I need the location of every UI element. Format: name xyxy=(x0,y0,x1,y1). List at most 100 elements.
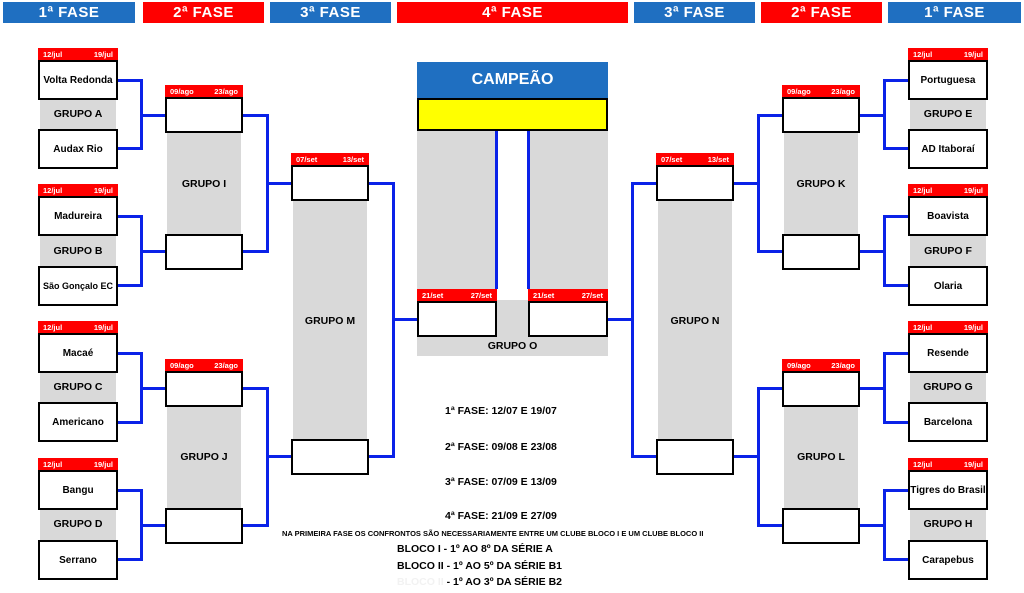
connector-line xyxy=(883,558,908,561)
schedule-phase-2: 2ª FASE: 09/08 E 23/08 xyxy=(445,441,557,453)
phase-header-2-right: 2ª FASE xyxy=(761,2,882,23)
connector-line xyxy=(883,352,886,424)
group-f-label: GRUPO F xyxy=(924,245,972,257)
team-audax-rio: Audax Rio xyxy=(38,129,118,169)
slot-group-n-1 xyxy=(656,165,734,201)
group-j-label: GRUPO J xyxy=(180,451,228,463)
group-g-label: GRUPO G xyxy=(923,381,973,393)
team-ad-itaborai: AD Itaboraí xyxy=(908,129,988,169)
slot-group-j-2 xyxy=(165,508,243,544)
connector-line xyxy=(734,455,759,458)
phase-header-3-left: 3ª FASE xyxy=(270,2,391,23)
connector-line xyxy=(140,114,165,117)
connector-line xyxy=(118,147,142,150)
group-n-area xyxy=(658,185,732,465)
schedule-phase-4: 4ª FASE: 21/09 E 27/09 xyxy=(445,510,557,522)
connector-line xyxy=(883,79,886,150)
team-tigres-do-brasil: Tigres do Brasil xyxy=(908,470,988,510)
group-k-label: GRUPO K xyxy=(796,178,846,190)
team-madureira: Madureira xyxy=(38,196,118,236)
connector-line xyxy=(631,455,656,458)
team-volta-redonda: Volta Redonda xyxy=(38,60,118,100)
group-h-label: GRUPO H xyxy=(923,518,973,530)
connector-line xyxy=(118,421,142,424)
slot-group-m-1 xyxy=(291,165,369,201)
connector-line xyxy=(757,114,760,253)
group-l-area xyxy=(784,390,858,525)
champion-header: CAMPEÃO xyxy=(417,62,608,98)
slot-group-k-2 xyxy=(782,234,860,270)
connector-line xyxy=(883,489,908,492)
connector-line xyxy=(631,182,656,185)
connector-line xyxy=(118,558,142,561)
connector-line xyxy=(757,387,760,527)
slot-group-i-2 xyxy=(165,234,243,270)
connector-line xyxy=(757,387,782,390)
team-sao-goncalo: São Gonçalo EC xyxy=(38,266,118,306)
connector-line xyxy=(860,387,885,390)
connector-line xyxy=(860,114,885,117)
connector-line xyxy=(883,79,908,82)
team-boavista: Boavista xyxy=(908,196,988,236)
slot-group-j-1 xyxy=(165,371,243,407)
connector-line xyxy=(860,524,885,527)
connector-line xyxy=(118,215,142,218)
connector-line xyxy=(266,455,291,458)
connector-line xyxy=(883,421,908,424)
team-resende: Resende xyxy=(908,333,988,373)
group-k-area xyxy=(784,118,858,253)
team-carapebus: Carapebus xyxy=(908,540,988,580)
group-i-label: GRUPO I xyxy=(181,178,227,190)
connector-line xyxy=(369,455,394,458)
connector-line xyxy=(118,79,142,82)
connector-line xyxy=(118,284,142,287)
slot-group-n-2 xyxy=(656,439,734,475)
group-c-label: GRUPO C xyxy=(53,381,103,393)
group-m-area xyxy=(293,185,367,465)
connector-line xyxy=(757,114,782,117)
connector-line xyxy=(495,131,498,289)
connector-line xyxy=(140,524,165,527)
schedule-phase-3: 3ª FASE: 07/09 E 13/09 xyxy=(445,476,557,488)
connector-line xyxy=(266,182,291,185)
group-d-label: GRUPO D xyxy=(53,518,103,530)
phase-header-1-right: 1ª FASE xyxy=(888,2,1021,23)
connector-line xyxy=(734,182,759,185)
connector-line xyxy=(757,524,782,527)
block-line-2: BLOCO II - 1º AO 5º DA SÉRIE B1 xyxy=(397,560,563,572)
connector-line xyxy=(883,215,886,287)
connector-line xyxy=(118,352,142,355)
connector-line xyxy=(243,250,268,253)
connector-line xyxy=(527,131,530,289)
connector-line xyxy=(631,182,634,458)
team-serrano: Serrano xyxy=(38,540,118,580)
group-b-label: GRUPO B xyxy=(53,245,103,257)
group-a-label: GRUPO A xyxy=(53,108,103,120)
schedule-phase-1: 1ª FASE: 12/07 E 19/07 xyxy=(445,405,557,417)
group-j-area xyxy=(167,390,241,525)
champion-box xyxy=(417,98,608,131)
slot-group-o-1 xyxy=(417,301,497,337)
team-barcelona: Barcelona xyxy=(908,402,988,442)
slot-group-m-2 xyxy=(291,439,369,475)
group-e-label: GRUPO E xyxy=(923,108,973,120)
connector-line xyxy=(243,114,268,117)
group-m-label: GRUPO M xyxy=(304,315,356,327)
connector-line xyxy=(860,250,885,253)
team-americano: Americano xyxy=(38,402,118,442)
phase-header-2-left: 2ª FASE xyxy=(143,2,264,23)
group-o-label: GRUPO O xyxy=(487,340,538,352)
